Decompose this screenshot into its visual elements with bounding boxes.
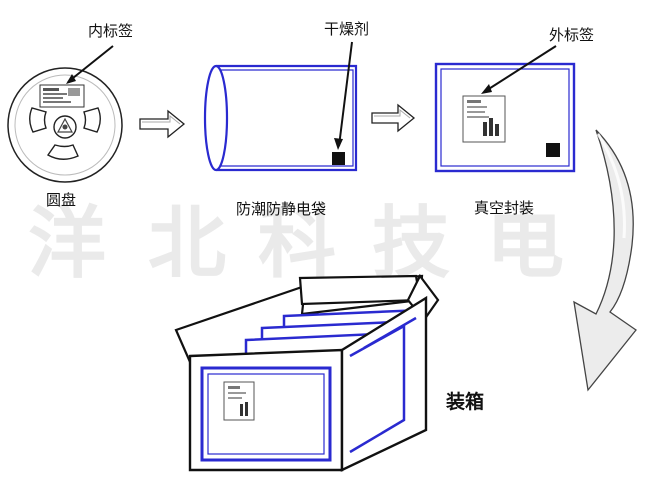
watermark: 洋 北 科 技 电	[28, 199, 574, 289]
svg-text:洋: 洋	[28, 199, 116, 289]
right-arrow-icon	[371, 103, 416, 133]
inner-label-callout: 内标签	[88, 22, 133, 40]
esd-bag-label: 防潮防静电袋	[236, 200, 326, 218]
right-arrow-icon	[139, 109, 186, 139]
svg-text:技: 技	[372, 199, 460, 289]
reel-label: 圆盘	[46, 191, 76, 209]
svg-text:电: 电	[486, 199, 574, 289]
desiccant-pointer	[338, 41, 353, 147]
outer-label-callout: 外标签	[549, 26, 594, 44]
curved-arrow-icon	[573, 129, 637, 392]
box-icon	[174, 273, 440, 472]
desiccant-pack	[332, 152, 345, 165]
vacuum-seal-label: 真空封装	[474, 199, 534, 217]
svg-text:科: 科	[258, 199, 346, 289]
reel-icon	[7, 67, 123, 183]
outer-label-pointer	[483, 45, 557, 93]
sealed-bag-icon	[434, 62, 576, 173]
boxing-label: 装箱	[445, 390, 484, 413]
desiccant-callout: 干燥剂	[324, 20, 369, 38]
inner-label-pointer	[67, 45, 114, 83]
bag-icon	[203, 64, 358, 172]
svg-text:北: 北	[148, 199, 236, 289]
